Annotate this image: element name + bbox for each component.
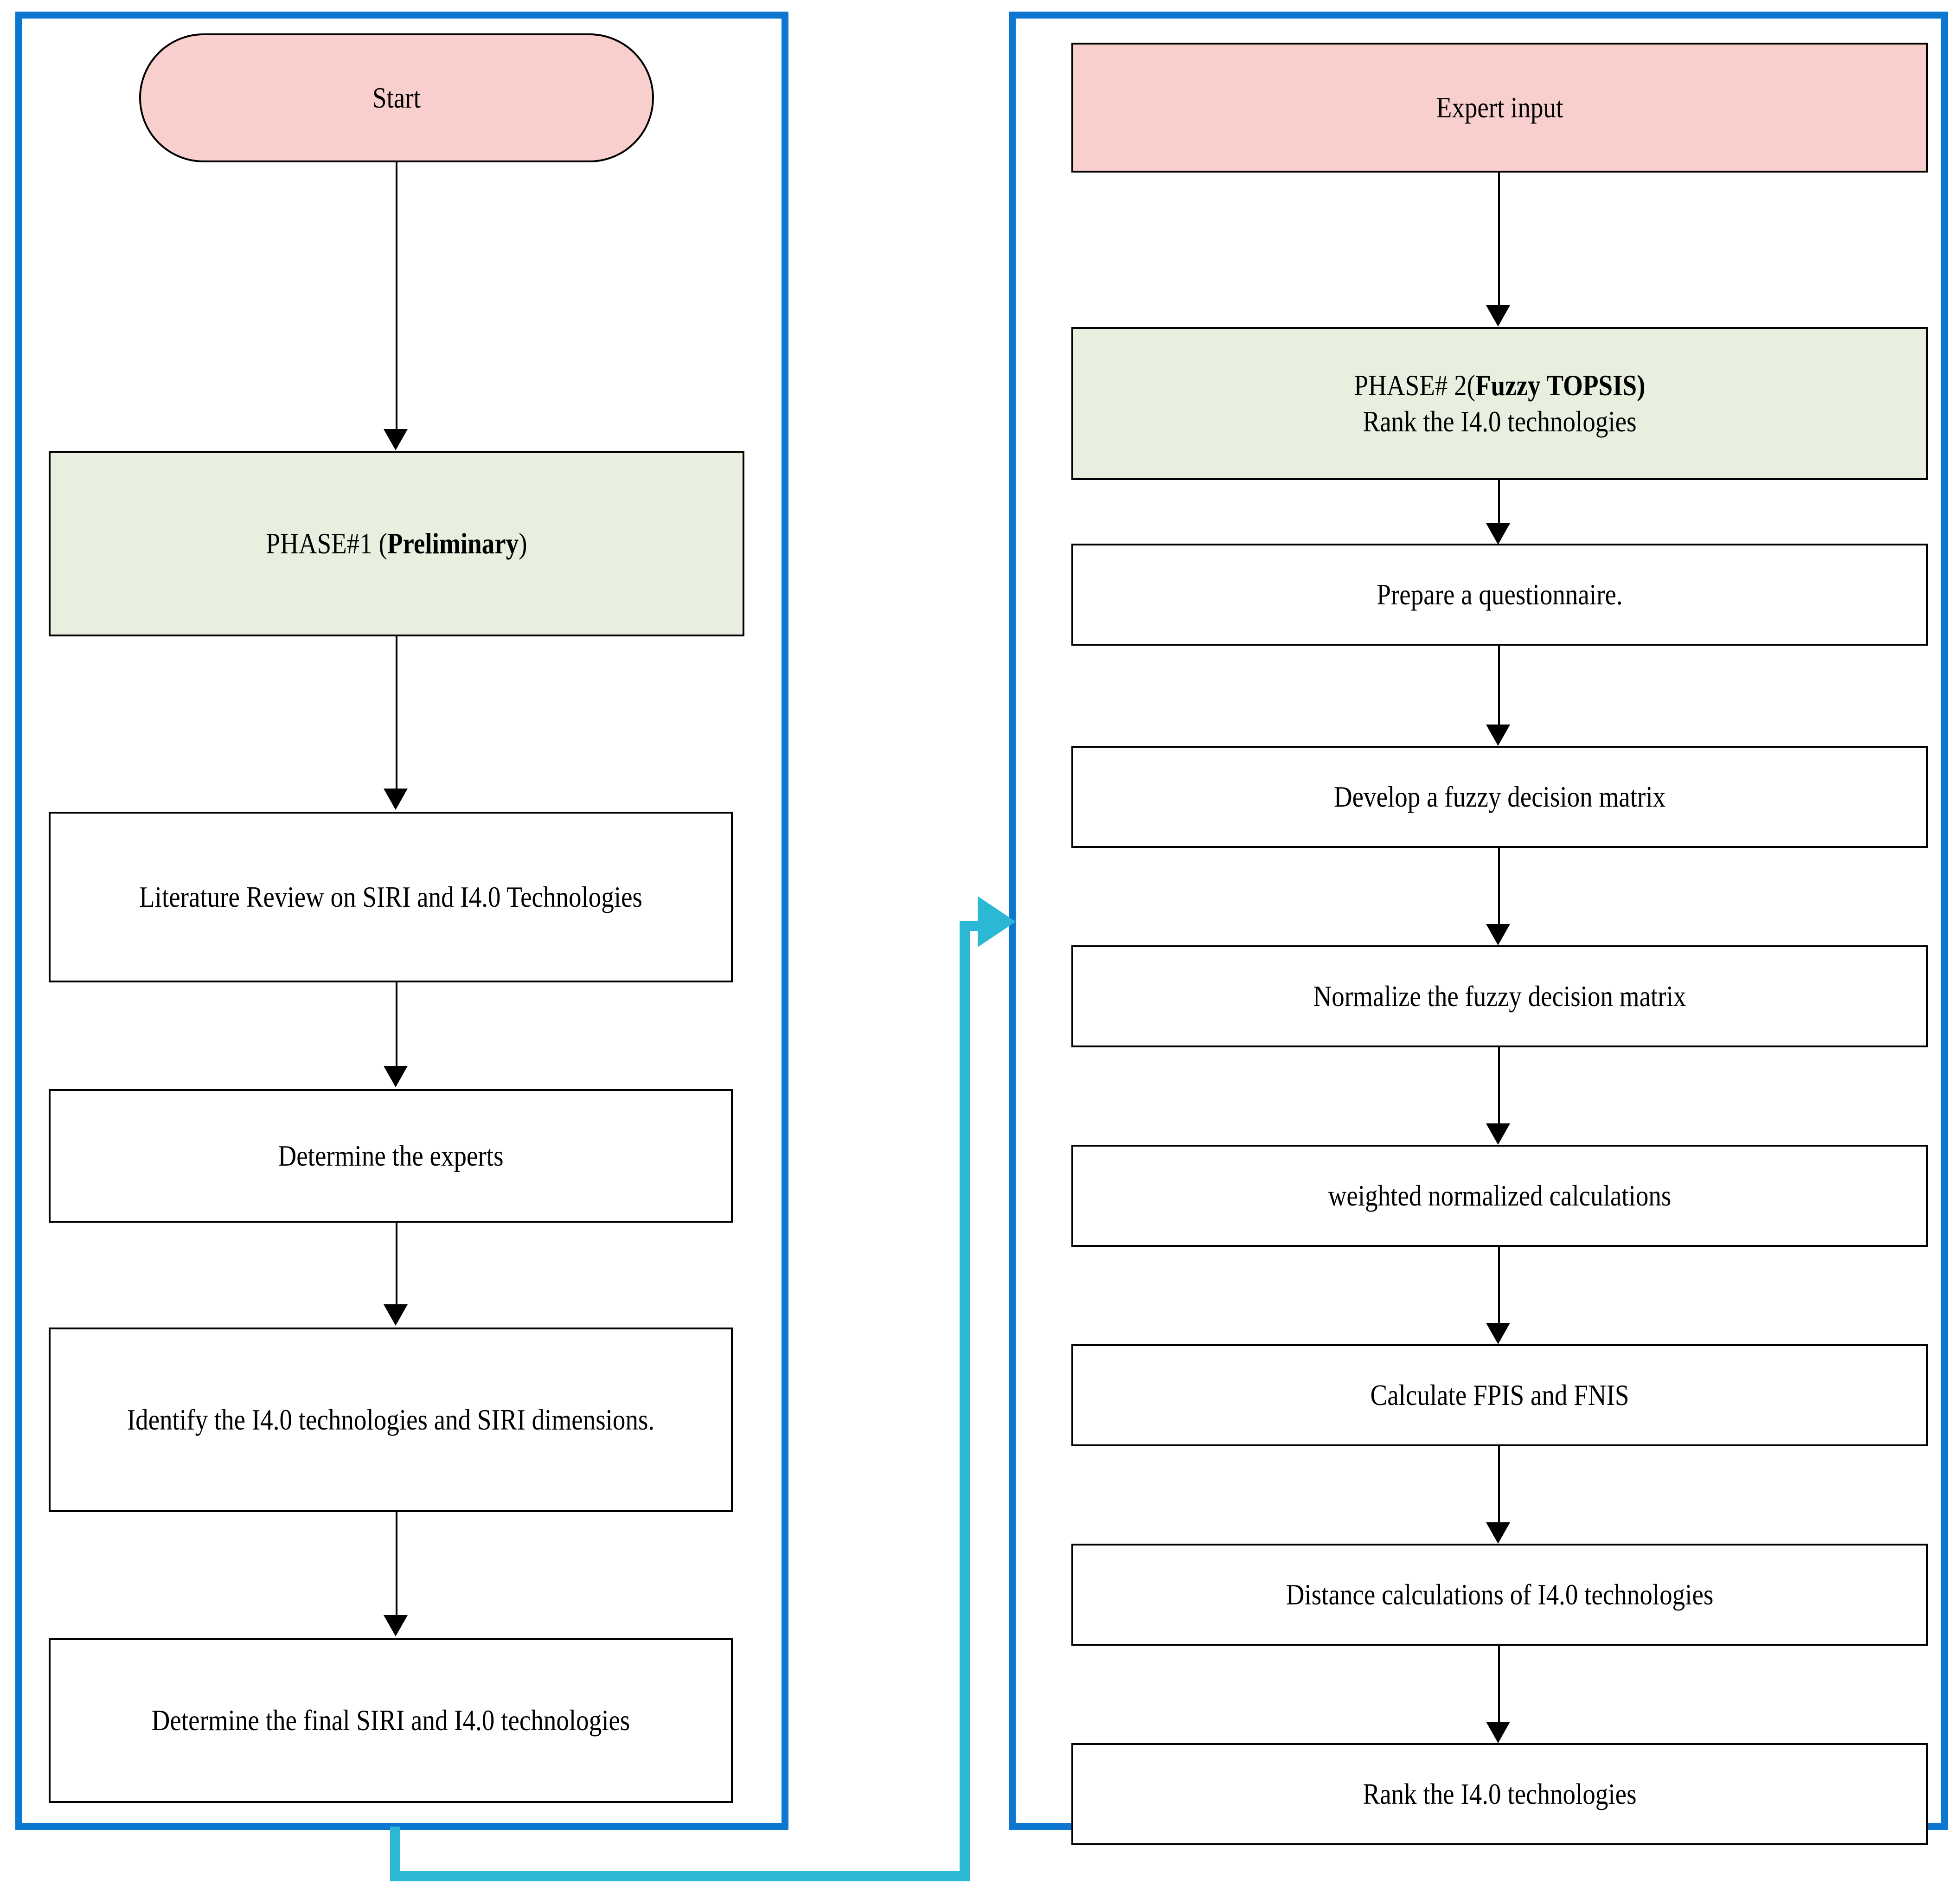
edge-distance-to-rank	[1498, 1646, 1500, 1725]
node-determine-experts-label: Determine the experts	[278, 1139, 504, 1172]
edge-fpis-to-distance	[1498, 1446, 1500, 1525]
node-phase2[interactable]: PHASE# 2(Fuzzy TOPSIS)Rank the I4.0 tech…	[1071, 327, 1928, 480]
arrowhead-fpis-to-distance	[1486, 1522, 1510, 1544]
edge-phase2-to-questionnaire	[1498, 480, 1500, 526]
node-normalize-matrix-label: Normalize the fuzzy decision matrix	[1313, 979, 1686, 1013]
edge-matrix-to-normalize	[1498, 848, 1500, 927]
node-literature-review-label: Literature Review on SIRI and I4.0 Techn…	[139, 880, 642, 913]
node-determine-experts[interactable]: Determine the experts	[49, 1089, 733, 1223]
edge-questionnaire-to-matrix	[1498, 646, 1500, 727]
arrowhead-phase1-to-literature	[384, 789, 408, 810]
node-prepare-questionnaire[interactable]: Prepare a questionnaire.	[1071, 544, 1928, 646]
edge-identify-to-final	[396, 1512, 397, 1616]
feedback-edge-segment-down	[390, 1827, 400, 1881]
arrowhead-phase2-to-questionnaire	[1486, 523, 1510, 545]
arrowhead-expert-to-phase2	[1486, 305, 1510, 327]
edge-experts-to-identify	[396, 1223, 397, 1306]
node-calculate-fpis-fnis[interactable]: Calculate FPIS and FNIS	[1071, 1344, 1928, 1446]
node-phase1[interactable]: PHASE#1 (Preliminary)	[49, 451, 744, 636]
arrowhead-identify-to-final	[384, 1615, 408, 1636]
node-weighted-normalized-label: weighted normalized calculations	[1328, 1179, 1672, 1212]
phase1-panel	[15, 12, 788, 1830]
edge-start-to-phase1	[396, 162, 397, 431]
arrowhead-normalize-to-weighted	[1486, 1123, 1510, 1145]
node-expert-input[interactable]: Expert input	[1071, 43, 1928, 173]
edge-phase1-to-literature	[396, 636, 397, 789]
node-calculate-fpis-fnis-label: Calculate FPIS and FNIS	[1370, 1378, 1629, 1411]
arrowhead-experts-to-identify	[384, 1304, 408, 1326]
node-distance-calculations-label: Distance calculations of I4.0 technologi…	[1286, 1578, 1714, 1611]
node-determine-final[interactable]: Determine the final SIRI and I4.0 techno…	[49, 1638, 733, 1803]
node-fuzzy-decision-matrix-label: Develop a fuzzy decision matrix	[1333, 780, 1666, 813]
node-normalize-matrix[interactable]: Normalize the fuzzy decision matrix	[1071, 945, 1928, 1047]
node-rank-technologies-label: Rank the I4.0 technologies	[1363, 1777, 1637, 1810]
node-phase2-label: PHASE# 2(Fuzzy TOPSIS)Rank the I4.0 tech…	[1354, 368, 1646, 438]
edge-expert-to-phase2	[1498, 173, 1500, 307]
feedback-arrowhead-icon	[978, 896, 1016, 947]
node-identify-technologies[interactable]: Identify the I4.0 technologies and SIRI …	[49, 1328, 733, 1512]
arrowhead-distance-to-rank	[1486, 1722, 1510, 1743]
node-distance-calculations[interactable]: Distance calculations of I4.0 technologi…	[1071, 1544, 1928, 1646]
node-fuzzy-decision-matrix[interactable]: Develop a fuzzy decision matrix	[1071, 746, 1928, 848]
node-phase1-label: PHASE#1 (Preliminary)	[266, 526, 527, 560]
node-expert-input-label: Expert input	[1436, 90, 1563, 124]
arrowhead-start-to-phase1	[384, 429, 408, 450]
node-weighted-normalized[interactable]: weighted normalized calculations	[1071, 1145, 1928, 1247]
edge-weighted-to-fpis	[1498, 1247, 1500, 1327]
node-start[interactable]: Start	[139, 33, 654, 162]
node-literature-review[interactable]: Literature Review on SIRI and I4.0 Techn…	[49, 812, 733, 982]
node-rank-technologies[interactable]: Rank the I4.0 technologies	[1071, 1743, 1928, 1845]
arrowhead-weighted-to-fpis	[1486, 1323, 1510, 1344]
arrowhead-literature-to-experts	[384, 1066, 408, 1087]
arrowhead-matrix-to-normalize	[1486, 924, 1510, 945]
edge-normalize-to-weighted	[1498, 1047, 1500, 1126]
feedback-edge-segment-right	[390, 1871, 970, 1881]
arrowhead-questionnaire-to-matrix	[1486, 725, 1510, 746]
edge-literature-to-experts	[396, 982, 397, 1067]
node-prepare-questionnaire-label: Prepare a questionnaire.	[1377, 577, 1623, 611]
node-determine-final-label: Determine the final SIRI and I4.0 techno…	[151, 1704, 630, 1737]
feedback-edge-segment-up	[960, 921, 970, 1881]
node-identify-technologies-label: Identify the I4.0 technologies and SIRI …	[127, 1403, 655, 1436]
node-start-label: Start	[372, 81, 421, 114]
